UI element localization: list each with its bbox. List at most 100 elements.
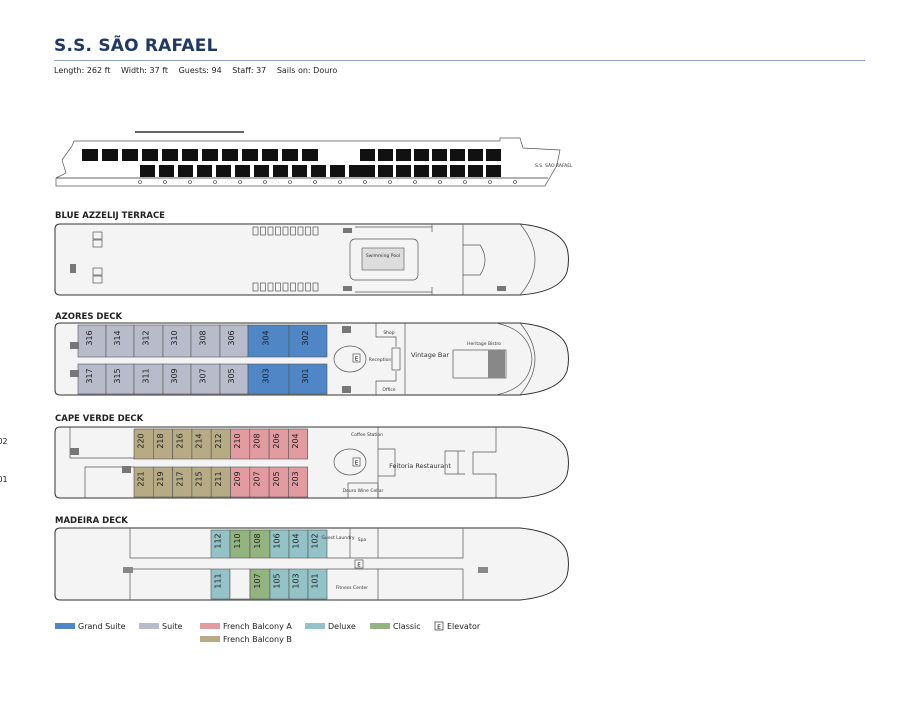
ship-profile: S.S. SÃO RAFAEL bbox=[55, 131, 573, 187]
cabin-306[interactable]: 306 bbox=[219, 324, 249, 358]
cabin-number: 209 bbox=[233, 471, 242, 486]
cabin-number: 219 bbox=[156, 471, 165, 486]
cabin-number: 306 bbox=[227, 330, 236, 345]
legend-swatch bbox=[139, 623, 159, 629]
spec-sails-on: Sails on: Douro bbox=[276, 66, 338, 75]
cabin-210[interactable]: 210 bbox=[230, 428, 251, 460]
cabin-number: 207 bbox=[252, 471, 261, 486]
cabin-209[interactable]: 209 bbox=[230, 466, 251, 498]
cabin-314[interactable]: 314 bbox=[105, 324, 135, 358]
ship-title: S.S. SÃO RAFAEL bbox=[54, 36, 218, 56]
cabin-312[interactable]: 312 bbox=[133, 324, 164, 358]
cabin-211[interactable]: 211 bbox=[210, 466, 231, 498]
cabin-304[interactable]: 304 bbox=[247, 324, 290, 358]
legend-item-french-balcony-b: French Balcony B bbox=[200, 635, 292, 644]
cabin-212[interactable]: 212 bbox=[210, 428, 231, 460]
cabin-number: 218 bbox=[156, 433, 165, 448]
cabin-218[interactable]: 218 bbox=[153, 428, 173, 460]
reception-label: Reception bbox=[369, 357, 392, 363]
deck-title-madeira: MADEIRA DECK bbox=[55, 516, 128, 526]
swimming-pool-label: Swimming Pool bbox=[366, 253, 400, 259]
cabin-317[interactable]: 317 bbox=[77, 363, 107, 395]
cabin-number: 108 bbox=[253, 533, 262, 548]
coffee-station-label: Coffee Station bbox=[351, 432, 383, 438]
cabin-310[interactable]: 310 bbox=[162, 324, 192, 358]
cabin-219[interactable]: 219 bbox=[153, 466, 173, 498]
cabin-305[interactable]: 305 bbox=[219, 363, 249, 395]
cabin-number: 215 bbox=[195, 471, 204, 486]
cabin-316[interactable]: 316 bbox=[77, 324, 107, 358]
cabin-309[interactable]: 309 bbox=[162, 363, 192, 395]
legend-swatch bbox=[370, 623, 390, 629]
cabin-number: 208 bbox=[252, 433, 261, 448]
cabin-103[interactable]: 103 bbox=[288, 568, 309, 600]
spec-length: Length: 262 ft bbox=[54, 66, 111, 75]
cabin-214[interactable]: 214 bbox=[191, 428, 212, 460]
cabin-204[interactable]: 204 bbox=[288, 428, 308, 460]
cabin-112[interactable]: 112 bbox=[210, 529, 231, 559]
cabin-number: 101 bbox=[311, 573, 320, 588]
cabin-number: 316 bbox=[85, 330, 94, 345]
cabin-201[interactable]: 201 bbox=[0, 475, 8, 484]
cabin-221[interactable]: 221 bbox=[133, 466, 154, 498]
cabin-207[interactable]: 207 bbox=[249, 466, 270, 498]
cabin-104[interactable]: 104 bbox=[288, 529, 309, 559]
cabin-number: 205 bbox=[272, 471, 281, 486]
svg-text:French Balcony B: French Balcony B bbox=[223, 635, 292, 644]
spec-staff: Staff: 37 bbox=[232, 66, 267, 75]
svg-text:Suite: Suite bbox=[162, 622, 183, 631]
cabin-311[interactable]: 311 bbox=[133, 363, 164, 395]
elevator-icon bbox=[434, 621, 444, 631]
cabin-216[interactable]: 216 bbox=[172, 428, 193, 460]
guest-laundry-label: Guest Laundry bbox=[322, 535, 355, 541]
cabin-315[interactable]: 315 bbox=[105, 363, 135, 395]
cabin-202[interactable]: 202 bbox=[0, 437, 8, 446]
cabin-303[interactable]: 303 bbox=[247, 363, 290, 395]
svg-text:E: E bbox=[355, 357, 359, 363]
cabin-220[interactable]: 220 bbox=[133, 428, 154, 460]
cabin-111[interactable]: 111 bbox=[210, 568, 231, 600]
cabin-106[interactable]: 106 bbox=[269, 529, 290, 559]
cabin-number: 103 bbox=[292, 573, 301, 588]
cabin-108[interactable]: 108 bbox=[249, 529, 271, 559]
cabin-217[interactable]: 217 bbox=[172, 466, 193, 498]
cabin-110[interactable]: 110 bbox=[229, 529, 251, 559]
cabin-301[interactable]: 301 bbox=[288, 363, 328, 395]
cabin-302[interactable]: 302 bbox=[288, 324, 328, 358]
cabin-105[interactable]: 105 bbox=[269, 568, 290, 600]
cabin-205[interactable]: 205 bbox=[268, 466, 289, 498]
cabin-107[interactable]: 107 bbox=[249, 568, 271, 600]
cabin-208[interactable]: 208 bbox=[249, 428, 270, 460]
svg-text:Classic: Classic bbox=[393, 622, 421, 631]
svg-text:French Balcony A: French Balcony A bbox=[223, 622, 292, 631]
legend-item-french-balcony-a: French Balcony A bbox=[200, 622, 292, 631]
spec-guests: Guests: 94 bbox=[178, 66, 222, 75]
cabin-206[interactable]: 206 bbox=[268, 428, 289, 460]
cabin-308[interactable]: 308 bbox=[190, 324, 221, 358]
cabin-number: 105 bbox=[273, 573, 282, 588]
legend-item-suite: Suite bbox=[139, 622, 183, 631]
cabin-number: 217 bbox=[175, 471, 184, 486]
cabin-101[interactable]: 101 bbox=[307, 568, 328, 600]
vintage-bar-label: Vintage Bar bbox=[411, 351, 449, 359]
cabin-307[interactable]: 307 bbox=[190, 363, 221, 395]
cabin-number: 317 bbox=[85, 368, 94, 383]
cabin-number: 305 bbox=[227, 368, 236, 383]
legend-item-deluxe: Deluxe bbox=[305, 622, 356, 631]
svg-text:Deluxe: Deluxe bbox=[328, 622, 356, 631]
cabin-number: 111 bbox=[214, 573, 223, 588]
cabin-number: 307 bbox=[199, 368, 208, 383]
cabin-number: 202 bbox=[0, 437, 8, 446]
cabin-203[interactable]: 203 bbox=[288, 466, 308, 498]
elevator-icon bbox=[352, 457, 361, 467]
cabin-102[interactable]: 102 bbox=[307, 529, 328, 559]
fitness-center-label: Fitness Center bbox=[336, 585, 368, 591]
heritage-bistro-label: Heritage Bistro bbox=[467, 341, 501, 347]
cabin-215[interactable]: 215 bbox=[191, 466, 212, 498]
spa-label: Spa bbox=[358, 537, 367, 543]
cabin-number: 309 bbox=[170, 368, 179, 383]
